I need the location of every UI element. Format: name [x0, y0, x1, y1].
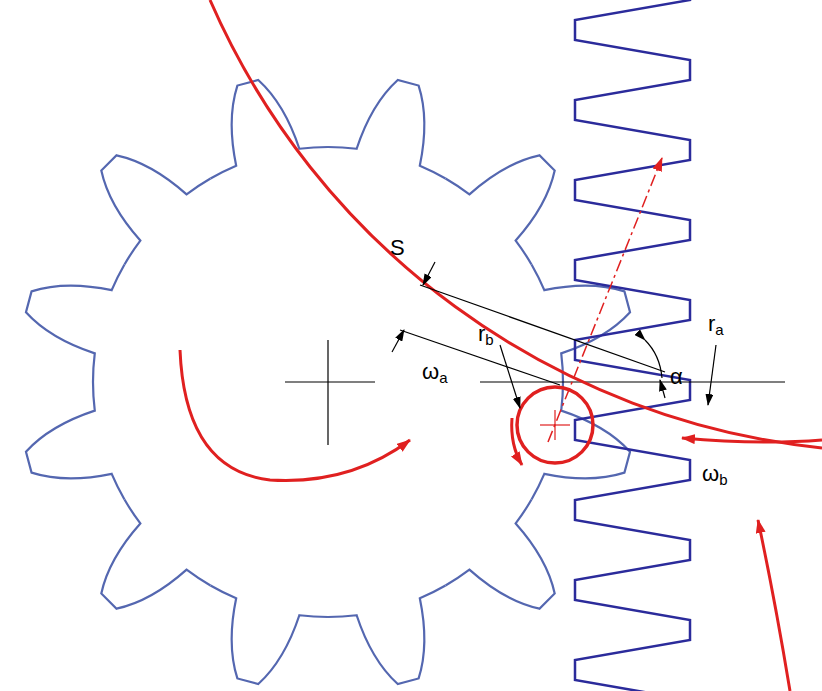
rack-b: [575, 0, 690, 691]
angular-velocity-label: ωa: [420, 360, 450, 386]
radius-label: rb: [476, 322, 496, 348]
radius-label: ra: [706, 312, 726, 338]
angular-velocity-label: ωb: [700, 462, 730, 488]
gear-a: [13, 67, 643, 691]
angle-label: α: [668, 365, 685, 389]
dimension-label: S: [388, 236, 407, 260]
